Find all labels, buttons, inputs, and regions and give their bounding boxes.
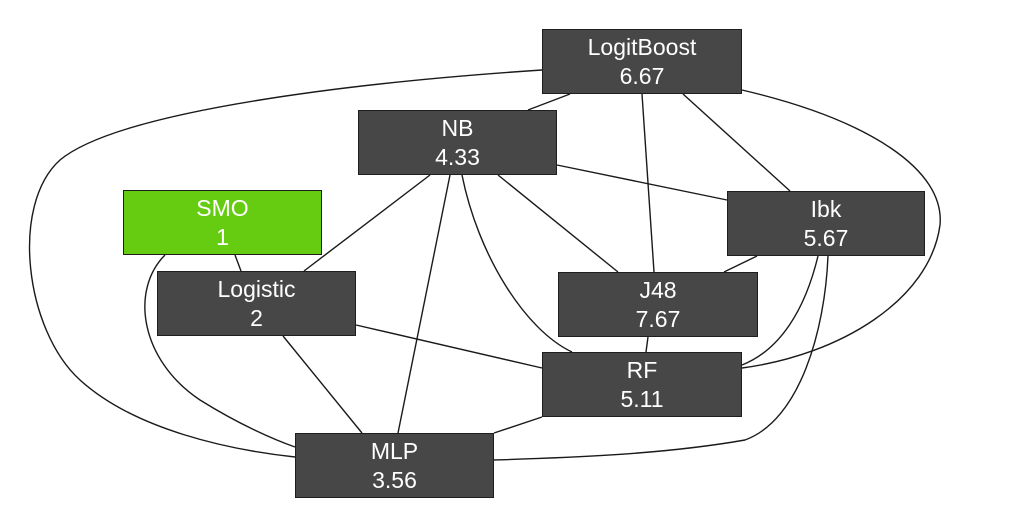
node-rf: RF 5.11 bbox=[542, 352, 742, 417]
edge-ibk-j48 bbox=[723, 255, 758, 273]
edge-logistic-mlp bbox=[282, 335, 363, 434]
edge-logitboost-mlp bbox=[28, 69, 543, 458]
edge-smo-logistic bbox=[234, 254, 242, 272]
node-ibk: Ibk 5.67 bbox=[727, 191, 925, 256]
node-logitboost-value: 6.67 bbox=[619, 62, 665, 89]
node-smo-value: 1 bbox=[216, 223, 229, 250]
node-rf-name: RF bbox=[626, 356, 658, 383]
edge-logitboost-j48 bbox=[641, 93, 655, 273]
node-nb-value: 4.33 bbox=[435, 143, 480, 170]
edge-nb-j48 bbox=[497, 174, 619, 273]
node-smo: SMO 1 bbox=[123, 190, 322, 255]
node-j48: J48 7.67 bbox=[558, 272, 758, 337]
node-logitboost-name: LogitBoost bbox=[587, 33, 697, 60]
node-logistic: Logistic 2 bbox=[157, 271, 356, 336]
edge-logitboost-nb bbox=[527, 93, 571, 111]
node-j48-name: J48 bbox=[639, 276, 677, 303]
edge-j48-rf bbox=[645, 336, 649, 353]
edge-nb-ibk bbox=[556, 164, 728, 201]
edge-smo-mlp bbox=[144, 254, 296, 448]
node-logistic-value: 2 bbox=[250, 304, 263, 331]
edge-ibk-rf bbox=[741, 255, 819, 366]
node-j48-value: 7.67 bbox=[635, 305, 681, 332]
edge-logitboost-ibk bbox=[682, 93, 791, 192]
node-nb: NB 4.33 bbox=[358, 110, 557, 175]
edge-ibk-mlp bbox=[493, 255, 829, 461]
node-mlp-value: 3.56 bbox=[372, 466, 417, 493]
edge-nb-rf bbox=[461, 174, 573, 353]
node-logistic-name: Logistic bbox=[217, 275, 296, 302]
edge-logitboost-rf bbox=[741, 89, 941, 369]
edge-rf-mlp bbox=[493, 416, 543, 434]
node-mlp: MLP 3.56 bbox=[295, 433, 494, 498]
node-ibk-value: 5.67 bbox=[803, 224, 849, 251]
node-logitboost: LogitBoost 6.67 bbox=[542, 29, 742, 94]
edge-nb-mlp bbox=[397, 174, 451, 434]
node-smo-name: SMO bbox=[196, 194, 249, 221]
node-ibk-name: Ibk bbox=[810, 195, 842, 222]
node-nb-name: NB bbox=[441, 114, 474, 141]
edge-logistic-rf bbox=[355, 324, 543, 369]
edge-nb-logistic bbox=[303, 174, 431, 272]
node-mlp-name: MLP bbox=[370, 437, 419, 464]
node-rf-value: 5.11 bbox=[620, 385, 664, 412]
